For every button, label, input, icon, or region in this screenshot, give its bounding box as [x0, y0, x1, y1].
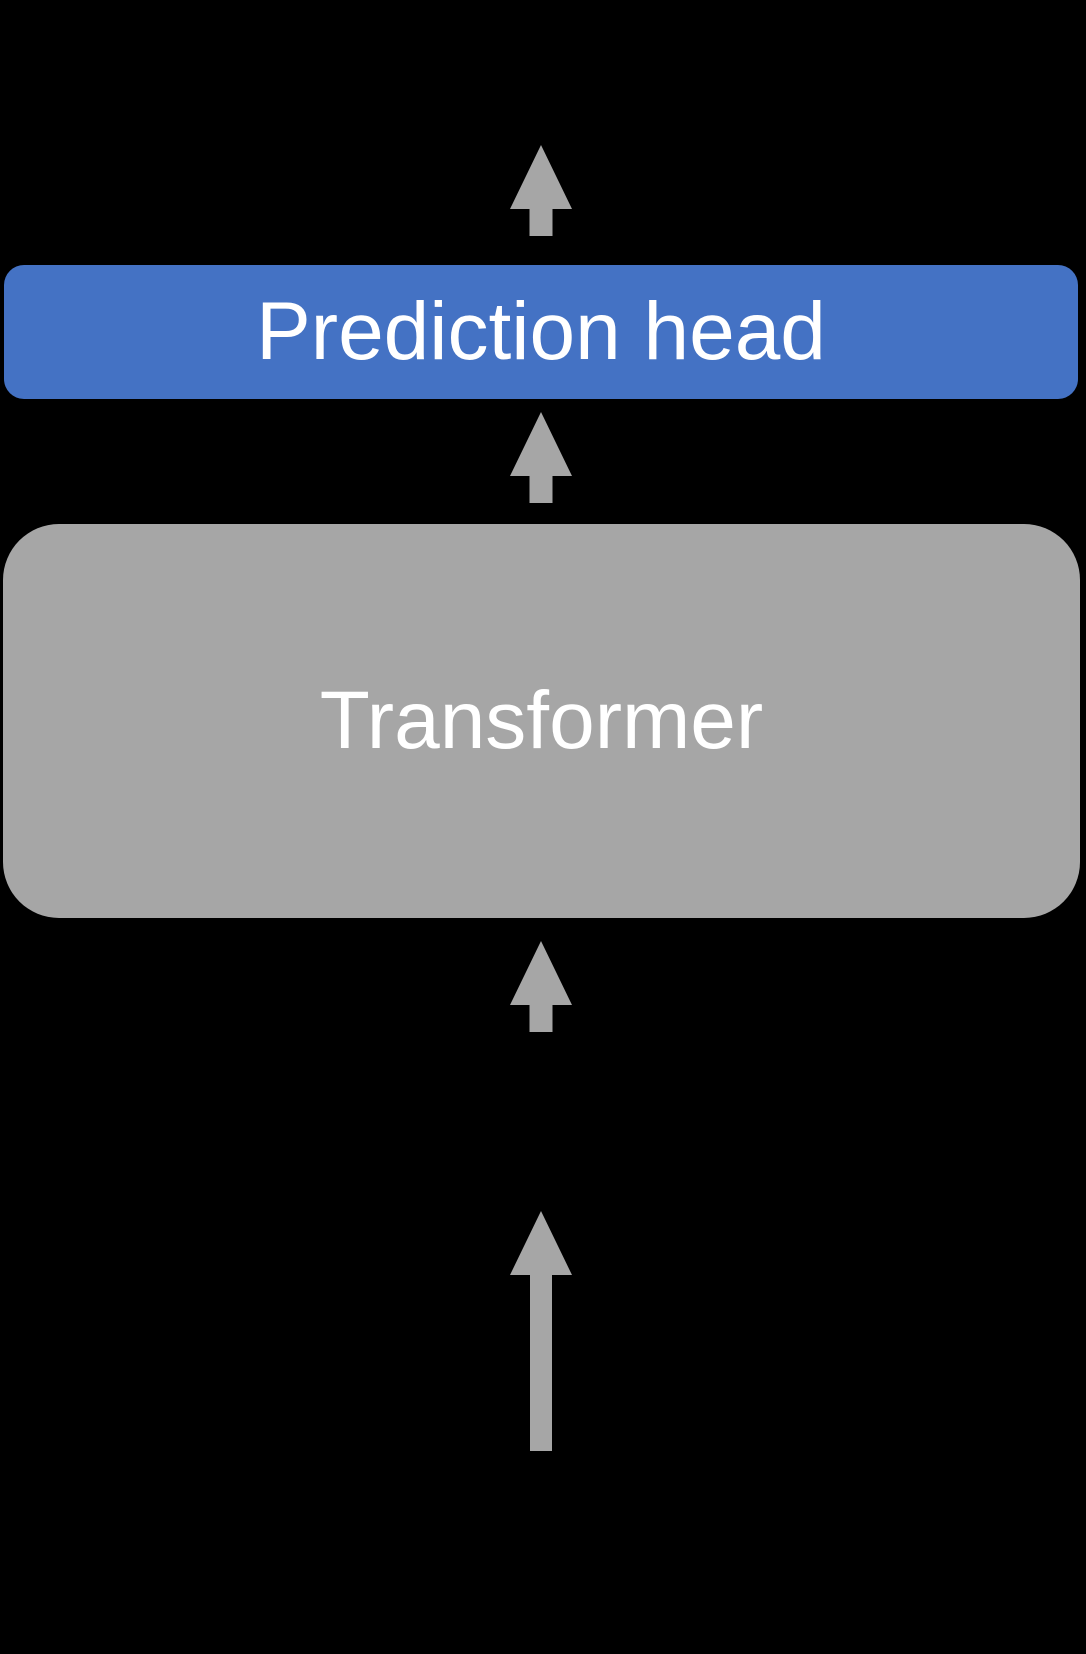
input-to-transformer-up-arrow-shape [510, 941, 572, 1032]
output-up-arrow-icon [510, 145, 572, 236]
input-up-arrow-long-icon [510, 1211, 572, 1451]
transformer-to-prediction-head-up-arrow-shape [510, 412, 572, 503]
output-up-arrow-shape [510, 145, 572, 236]
transformer-to-prediction-head-up-arrow-icon [510, 412, 572, 503]
prediction-head-node: Prediction head [4, 265, 1078, 399]
prediction-head-label: Prediction head [256, 286, 826, 377]
input-to-transformer-up-arrow-icon [510, 941, 572, 1032]
transformer-label: Transformer [319, 675, 764, 766]
transformer-node: Transformer [3, 524, 1080, 918]
input-up-arrow-long-shape [510, 1211, 572, 1451]
